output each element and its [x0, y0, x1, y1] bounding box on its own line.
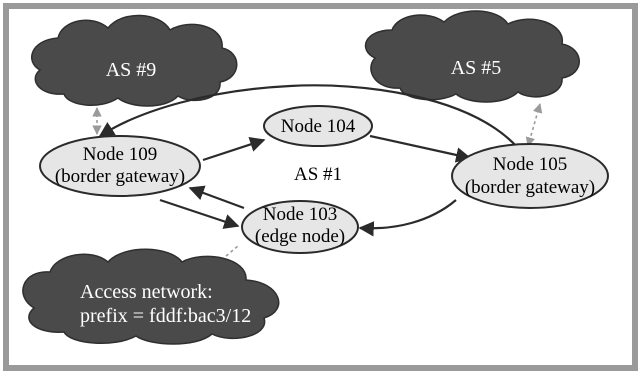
access-network-prefix: prefix = fddf:bac3/12	[80, 305, 251, 327]
cloud-access-network: Access network: prefix = fddf:bac3/12	[22, 248, 280, 345]
link-access-node103	[225, 245, 239, 257]
edge-node104-to-node105	[369, 134, 472, 163]
node-105: Node 105 (border gateway)	[451, 143, 609, 209]
cloud-as9-label: AS #9	[106, 59, 157, 81]
edge-node105-to-node109	[98, 84, 519, 149]
cloud-as9: AS #9	[31, 14, 238, 107]
node-109-role: (border gateway)	[55, 166, 185, 187]
node-105-label: Node 105	[493, 154, 567, 175]
node-105-role: (border gateway)	[465, 177, 595, 198]
node-103-role: (edge node)	[255, 226, 345, 247]
node-103-label: Node 103	[263, 204, 337, 225]
access-network-label: Access network:	[80, 281, 213, 303]
edge-node105-to-node103	[358, 199, 457, 237]
node-109-label: Node 109	[83, 144, 157, 165]
node-103: Node 103 (edge node)	[241, 200, 359, 254]
node-109: Node 109 (border gateway)	[39, 135, 201, 197]
node-104-label: Node 104	[281, 116, 356, 137]
link-as5-node105	[525, 103, 543, 147]
cloud-as5-label: AS #5	[451, 57, 502, 79]
edge-node109-to-node104	[202, 137, 266, 162]
cloud-as5: AS #5	[364, 10, 580, 103]
as1-label: AS #1	[294, 164, 342, 185]
node-104: Node 104	[263, 105, 373, 147]
edge-node103-to-node109	[188, 185, 245, 210]
edge-node109-to-node103	[159, 198, 240, 229]
